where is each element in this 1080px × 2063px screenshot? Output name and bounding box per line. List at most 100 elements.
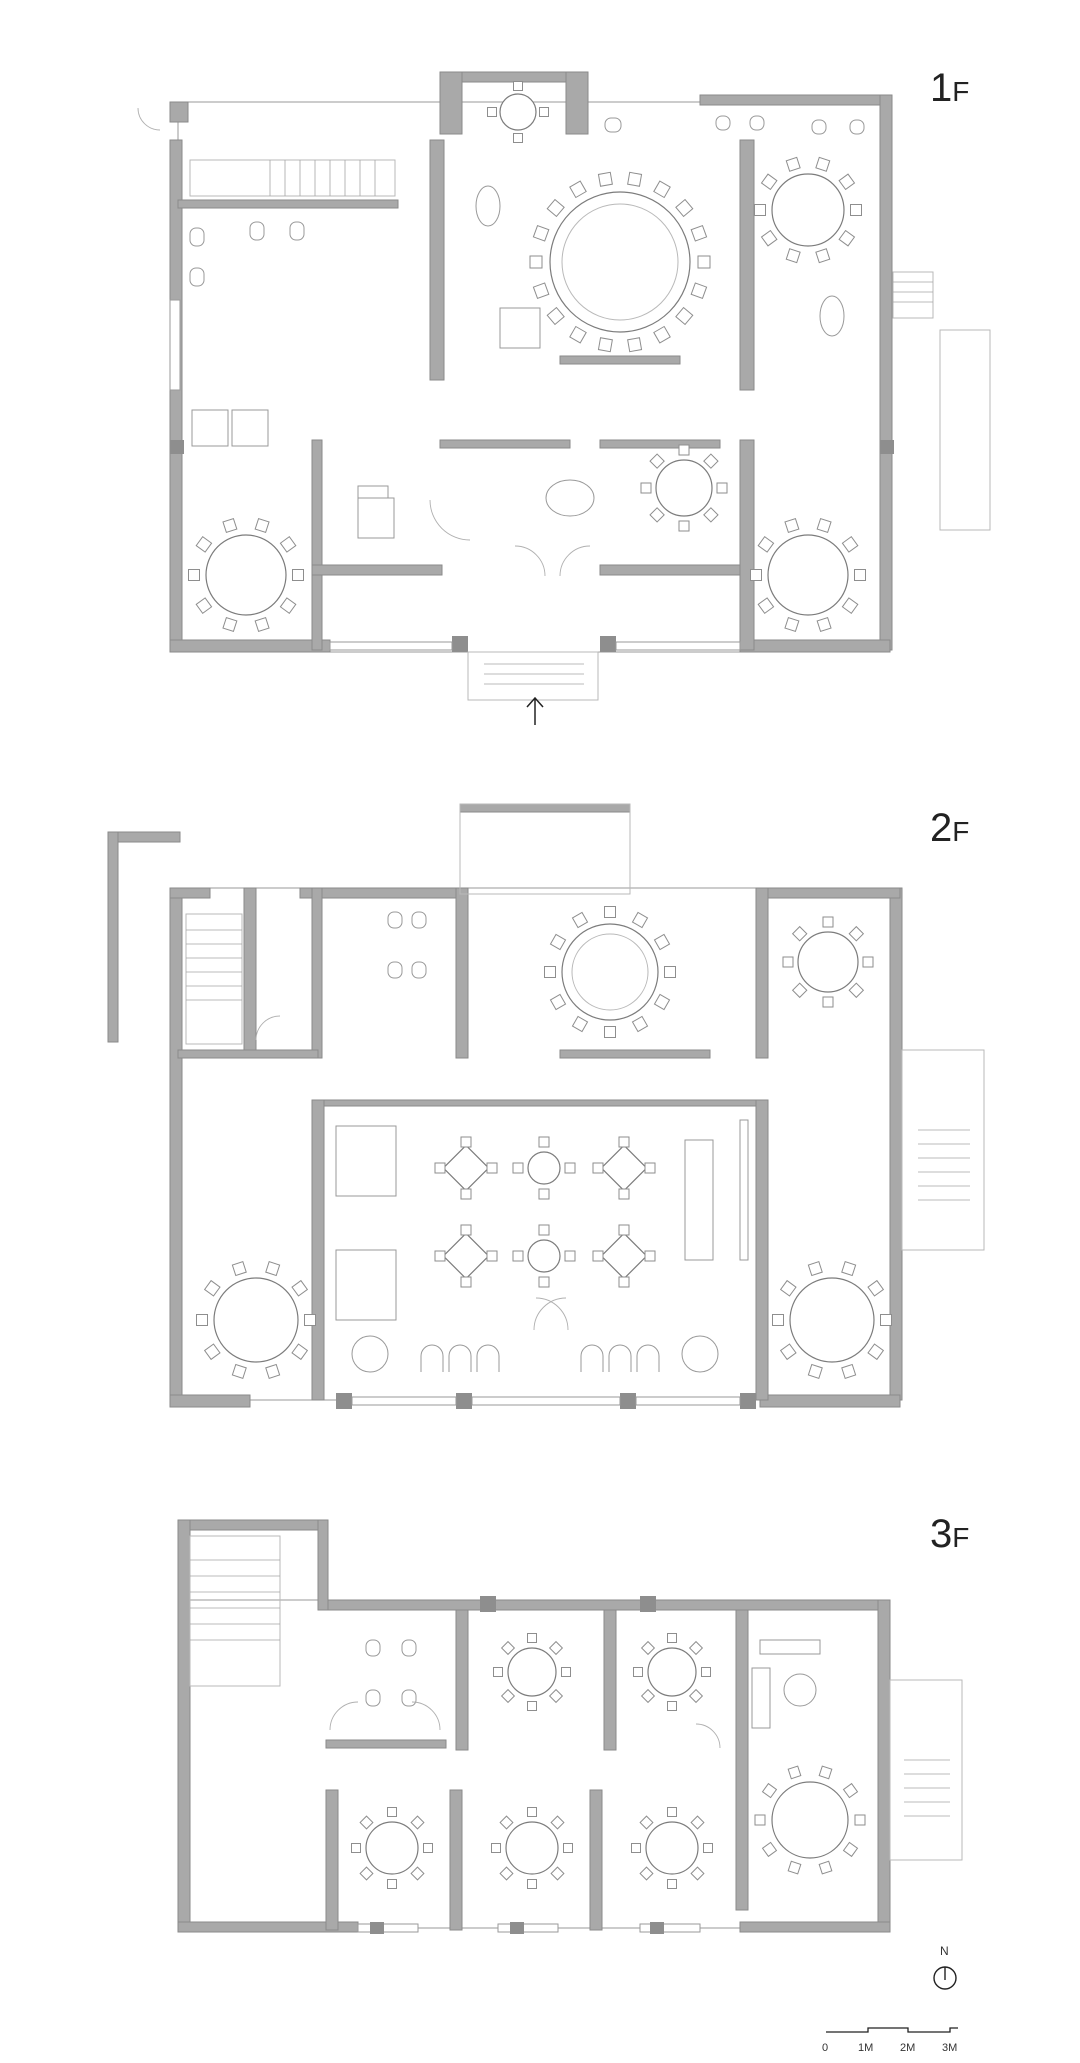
chair: [640, 1640, 656, 1656]
chair: [410, 1866, 425, 1881]
chair: [434, 1162, 446, 1174]
chair: [195, 536, 213, 553]
chair: [633, 1667, 643, 1677]
chair: [604, 906, 616, 918]
arch-niche: [636, 1344, 660, 1372]
table-main-banquet-1f: [549, 191, 691, 333]
arch-niche: [448, 1344, 472, 1372]
entrance-arrow-icon: [526, 696, 544, 725]
chair: [571, 911, 589, 929]
chair: [538, 1276, 550, 1288]
chair: [563, 1843, 573, 1853]
chair: [512, 1250, 524, 1262]
chair: [203, 1279, 221, 1297]
chair: [592, 1162, 604, 1174]
chair: [690, 282, 708, 300]
chair: [196, 1314, 208, 1326]
chair: [499, 1866, 514, 1881]
chair: [487, 107, 497, 117]
chair: [653, 993, 671, 1011]
wall-west-1f: [169, 139, 183, 651]
chair: [527, 1633, 537, 1643]
scale-tick-3m: 3M: [942, 2042, 958, 2054]
chair: [688, 1640, 704, 1656]
north-compass-icon: [933, 1966, 957, 1990]
chair: [675, 198, 694, 218]
chair: [359, 1866, 374, 1881]
chair: [754, 204, 766, 216]
chair: [231, 1261, 247, 1277]
chair: [653, 325, 671, 344]
arch-niche: [476, 1344, 500, 1372]
plan-1f: [137, 71, 991, 725]
wall-west-2f: [169, 887, 183, 1401]
dining-table: [442, 1232, 490, 1280]
chair: [203, 1343, 221, 1361]
chair: [527, 1807, 537, 1817]
chair: [222, 517, 238, 534]
chair: [410, 1815, 425, 1830]
chair: [195, 597, 213, 614]
table-sw-2f: [213, 1277, 299, 1363]
chair: [597, 171, 613, 187]
chair: [760, 229, 778, 247]
stair-2f: [185, 913, 243, 1045]
wall-east-3f: [877, 1599, 891, 1931]
chair: [569, 325, 587, 344]
chair: [512, 1162, 524, 1174]
chair: [538, 1224, 550, 1236]
chair: [265, 1363, 281, 1379]
chair: [757, 597, 775, 614]
chair: [761, 1782, 778, 1799]
chair: [653, 933, 671, 951]
chair: [291, 1343, 309, 1361]
chair: [265, 1261, 281, 1277]
chair: [618, 1276, 630, 1288]
chair: [546, 306, 565, 326]
chair: [639, 1815, 654, 1830]
chair: [569, 180, 587, 199]
chair: [548, 1688, 564, 1704]
chair: [867, 1343, 885, 1361]
chair: [564, 1162, 576, 1174]
east-stair-1f: [892, 271, 991, 531]
chair: [631, 1015, 649, 1033]
chair: [549, 933, 567, 951]
chair: [867, 1279, 885, 1297]
chair: [667, 1879, 677, 1889]
chair: [564, 1250, 576, 1262]
table-se-1f: [767, 534, 849, 616]
chair: [434, 1250, 446, 1262]
table-3f-d: [505, 1821, 559, 1875]
chair: [848, 925, 865, 942]
floor-label-3f: 3F: [930, 1512, 970, 1556]
table-3f-e: [645, 1821, 699, 1875]
chair: [822, 996, 834, 1008]
chair: [757, 536, 775, 553]
east-stair-2f: [901, 1049, 985, 1251]
chair: [785, 248, 801, 264]
chair: [841, 536, 859, 553]
chair: [538, 1136, 550, 1148]
chair: [279, 536, 297, 553]
chair: [791, 925, 808, 942]
chair: [703, 453, 719, 469]
north-label: N: [940, 1944, 949, 1958]
chair: [532, 282, 550, 300]
table-north-1f: [499, 93, 537, 131]
chair: [631, 911, 649, 929]
chair: [529, 255, 543, 269]
chair: [527, 1879, 537, 1889]
chair: [754, 1814, 766, 1826]
scale-tick-1m: 1M: [858, 2042, 874, 2054]
arches-2f: [420, 1344, 660, 1372]
chair: [807, 1363, 823, 1379]
chair: [807, 1261, 823, 1277]
dining-table: [600, 1232, 648, 1280]
chair: [499, 1815, 514, 1830]
chair: [787, 1860, 802, 1875]
chair: [546, 198, 565, 218]
floor-label-1f: 1F: [930, 66, 970, 110]
chair: [597, 337, 613, 353]
